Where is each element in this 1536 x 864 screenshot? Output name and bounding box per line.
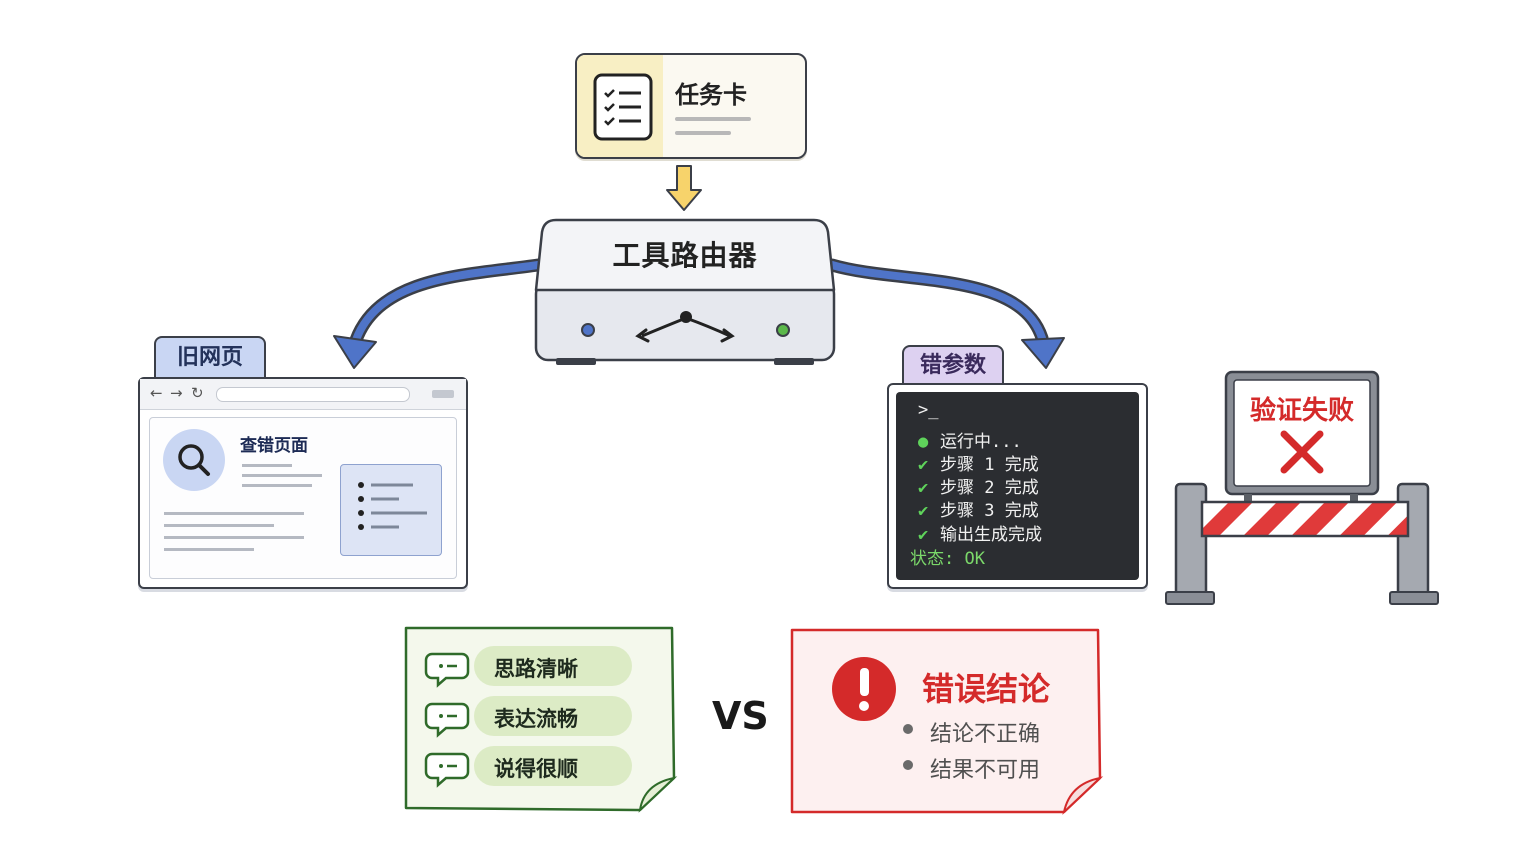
good-item: 思路清晰: [494, 657, 578, 681]
down-arrow-icon: [666, 165, 702, 211]
menu-icon: [432, 390, 454, 398]
text-line: [242, 484, 312, 487]
text-line: [164, 548, 254, 551]
chat-icon: [424, 702, 470, 738]
terminal-line: ✔步骤 2 完成: [918, 478, 1039, 498]
tab-old-page: 旧网页: [154, 336, 266, 378]
terminal-line: ●运行中...: [918, 432, 1022, 452]
tab-bad-param: 错参数: [902, 345, 1004, 385]
browser-toolbar: ← → ↻: [140, 379, 466, 410]
terminal-line: ✔步骤 3 完成: [918, 501, 1039, 521]
back-icon: ←: [150, 384, 163, 402]
chat-icon: [424, 752, 470, 788]
list-icon: [340, 464, 442, 556]
task-card-icon-pane: [577, 55, 663, 157]
vs-label: VS: [712, 694, 769, 738]
page-title: 查错页面: [240, 436, 308, 456]
terminal-prompt: >_: [918, 400, 939, 420]
address-bar: [216, 387, 410, 402]
bullet: [903, 760, 913, 770]
text-line: [675, 117, 751, 121]
good-item-pill: [474, 746, 632, 786]
chat-icon: [424, 652, 470, 688]
terminal-line: ✔步骤 1 完成: [918, 455, 1039, 475]
cross-icon: [1280, 430, 1324, 474]
error-item: 结论不正确: [930, 722, 1041, 747]
text-line: [164, 524, 274, 527]
task-card: 任务卡: [575, 53, 807, 159]
checklist-icon: [593, 73, 653, 141]
error-item: 结果不可用: [930, 758, 1041, 783]
text-line: [675, 131, 731, 135]
bullet: [903, 724, 913, 734]
search-icon: [163, 429, 225, 491]
good-item-pill: [474, 696, 632, 736]
text-line: [242, 464, 292, 467]
arrow-to-old-page: [333, 258, 545, 369]
error-icon: [832, 657, 896, 721]
sign-text: 验证失败: [1249, 396, 1354, 426]
good-item: 说得很顺: [494, 757, 578, 781]
text-line: [164, 536, 304, 539]
good-item-pill: [474, 646, 632, 686]
router-title: 工具路由器: [612, 239, 758, 272]
terminal-line: ✔输出生成完成: [918, 525, 1042, 545]
browser-content: [149, 417, 457, 579]
terminal-status: 状态: OK: [910, 549, 985, 569]
good-item: 表达流畅: [494, 707, 578, 731]
browser-window: ← → ↻ 查错页面: [138, 377, 468, 589]
forward-icon: →: [170, 384, 183, 402]
text-line: [242, 474, 322, 477]
text-line: [164, 512, 304, 515]
task-card-title: 任务卡: [675, 81, 747, 109]
reload-icon: ↻: [191, 384, 204, 402]
error-title: 错误结论: [922, 670, 1051, 708]
terminal-icon: >_ ●运行中... ✔步骤 1 完成 ✔步骤 2 完成 ✔步骤 3 完成 ✔输…: [896, 392, 1139, 580]
terminal-window: >_ ●运行中... ✔步骤 1 完成 ✔步骤 2 完成 ✔步骤 3 完成 ✔输…: [887, 383, 1148, 589]
